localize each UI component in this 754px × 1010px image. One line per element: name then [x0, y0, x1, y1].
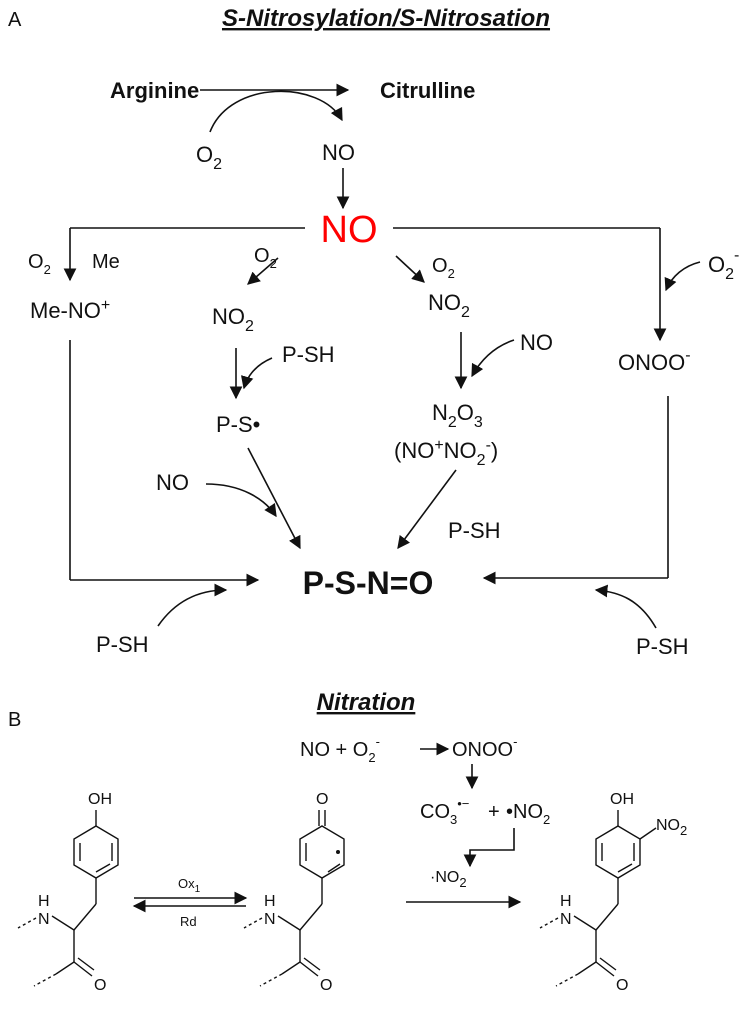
psh-bottom-left-curved-arrow [157, 583, 228, 627]
panel-a-letter: A [8, 9, 22, 31]
no2-conversion-arrow [463, 828, 515, 868]
ps-radical-label: P-S• [216, 412, 260, 437]
n2o3-label: N2O3 [432, 400, 483, 431]
onoo-label: ONOO- [618, 347, 691, 375]
no-small-label: NO [322, 140, 355, 165]
psh-2-label: P-SH [448, 518, 501, 543]
equation-label: NO + O2- [300, 734, 380, 765]
mid-left-diagonal-arrow [247, 257, 279, 285]
n-2-label: N [264, 911, 276, 928]
nh-1-label: H [38, 893, 50, 910]
no-right-curved-arrow [471, 339, 515, 378]
me-no-label: Me-NO+ [30, 297, 110, 323]
psh-1-curved-arrow [241, 357, 273, 390]
panel-b-title: Nitration [317, 689, 416, 716]
ps-to-product-arrow [247, 447, 301, 550]
no-lower-label: NO [156, 470, 189, 495]
n-3-label: N [560, 911, 572, 928]
psh-bottom-left-label: P-SH [96, 632, 149, 657]
o2-mid-right-label: O2 [432, 255, 455, 281]
n2o3-to-product-arrow [397, 469, 457, 550]
psh-bottom-right-label: P-SH [636, 634, 689, 659]
panel-a-title: S-Nitrosylation/S-Nitrosation [222, 5, 550, 32]
no2-right-label: NO2 [428, 290, 470, 321]
plus-label: + [488, 801, 500, 823]
no2-radical-label: •NO2 [506, 801, 550, 827]
carbonyl-1-label: O [94, 977, 106, 994]
o2-label: O2 [196, 142, 222, 173]
ox-label: Ox1 [178, 876, 201, 895]
superoxide-label: O2- [708, 247, 739, 283]
rd-label: Rd [180, 914, 197, 929]
o-2-label: O [316, 791, 328, 808]
oh-3-label: OH [610, 791, 634, 808]
mid-right-diagonal-arrow [395, 255, 425, 283]
me-label: Me [92, 251, 120, 273]
nh-2-label: H [264, 893, 276, 910]
no-main-label: NO [321, 209, 378, 251]
no-right-label: NO [520, 330, 553, 355]
no-lower-curved-arrow [205, 483, 277, 518]
oh-1-label: OH [88, 791, 112, 808]
psh-bottom-right-curved-arrow [594, 584, 657, 629]
panel-b-letter: B [8, 709, 21, 731]
psh-1-label: P-SH [282, 342, 335, 367]
arginine-label: Arginine [110, 78, 199, 103]
superoxide-curved-arrow [664, 261, 701, 292]
tyrosine-structure: OH N H O [17, 791, 119, 994]
n-1-label: N [38, 911, 50, 928]
n2o3-alt-label: (NO+NO2-) [394, 437, 498, 469]
o2-to-no-curved-arrow [209, 90, 343, 133]
carbonyl-3-label: O [616, 977, 628, 994]
nitrotyrosine-structure: OH NO2 N H O [539, 791, 687, 994]
citrulline-label: Citrulline [380, 78, 475, 103]
no2-left-label: NO2 [212, 304, 254, 335]
nh-3-label: H [560, 893, 572, 910]
co3-label: CO3•− [420, 796, 469, 827]
o2-mid-left-label: O2 [254, 245, 277, 271]
o2-left-label: O2 [28, 251, 51, 277]
tyrosyl-radical-structure: O N H O [243, 791, 345, 994]
product-label: P-S-N=O [303, 565, 434, 601]
no2-small-label: ·NO2 [430, 869, 467, 890]
equation-onoo-label: ONOO- [452, 734, 517, 761]
no2-substituent-label: NO2 [656, 817, 687, 838]
carbonyl-2-label: O [320, 977, 332, 994]
